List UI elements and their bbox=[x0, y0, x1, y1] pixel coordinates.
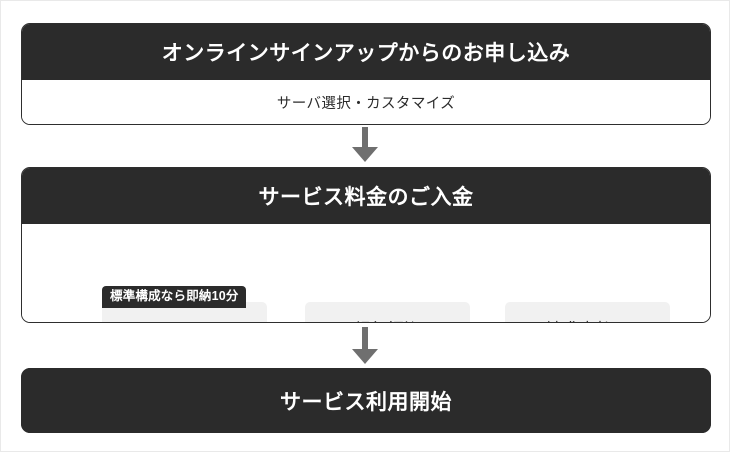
arrow-stem bbox=[362, 327, 368, 349]
arrow-stem bbox=[362, 127, 368, 147]
payment-option-label: 請求書払い bbox=[546, 322, 630, 323]
step-card-signup: オンラインサインアップからのお申し込み サーバ選択・カスタマイズ bbox=[21, 23, 711, 125]
arrow-head bbox=[352, 147, 378, 162]
step-signup-title: オンラインサインアップからのお申し込み bbox=[22, 24, 710, 80]
payment-options-area: 標準構成なら即納10分 クレジットカード 銀行振込 請求書払い bbox=[22, 224, 710, 322]
step-signup-subtitle: サーバ選択・カスタマイズ bbox=[22, 80, 710, 124]
payment-option-label: 銀行振込 bbox=[354, 322, 421, 323]
step-card-service-start: サービス利用開始 bbox=[21, 368, 711, 433]
arrow-down-icon bbox=[352, 127, 378, 162]
step-service-start-title: サービス利用開始 bbox=[21, 368, 711, 433]
step-payment-title: サービス料金のご入金 bbox=[22, 168, 710, 224]
arrow-head bbox=[352, 349, 378, 364]
credit-card-badge: 標準構成なら即納10分 bbox=[102, 286, 246, 308]
payment-option-invoice[interactable]: 請求書払い bbox=[505, 302, 670, 323]
arrow-down-icon bbox=[352, 327, 378, 364]
step-card-payment: サービス料金のご入金 標準構成なら即納10分 クレジットカード 銀行振込 請求書… bbox=[21, 167, 711, 323]
payment-option-bank-transfer[interactable]: 銀行振込 bbox=[305, 302, 470, 323]
